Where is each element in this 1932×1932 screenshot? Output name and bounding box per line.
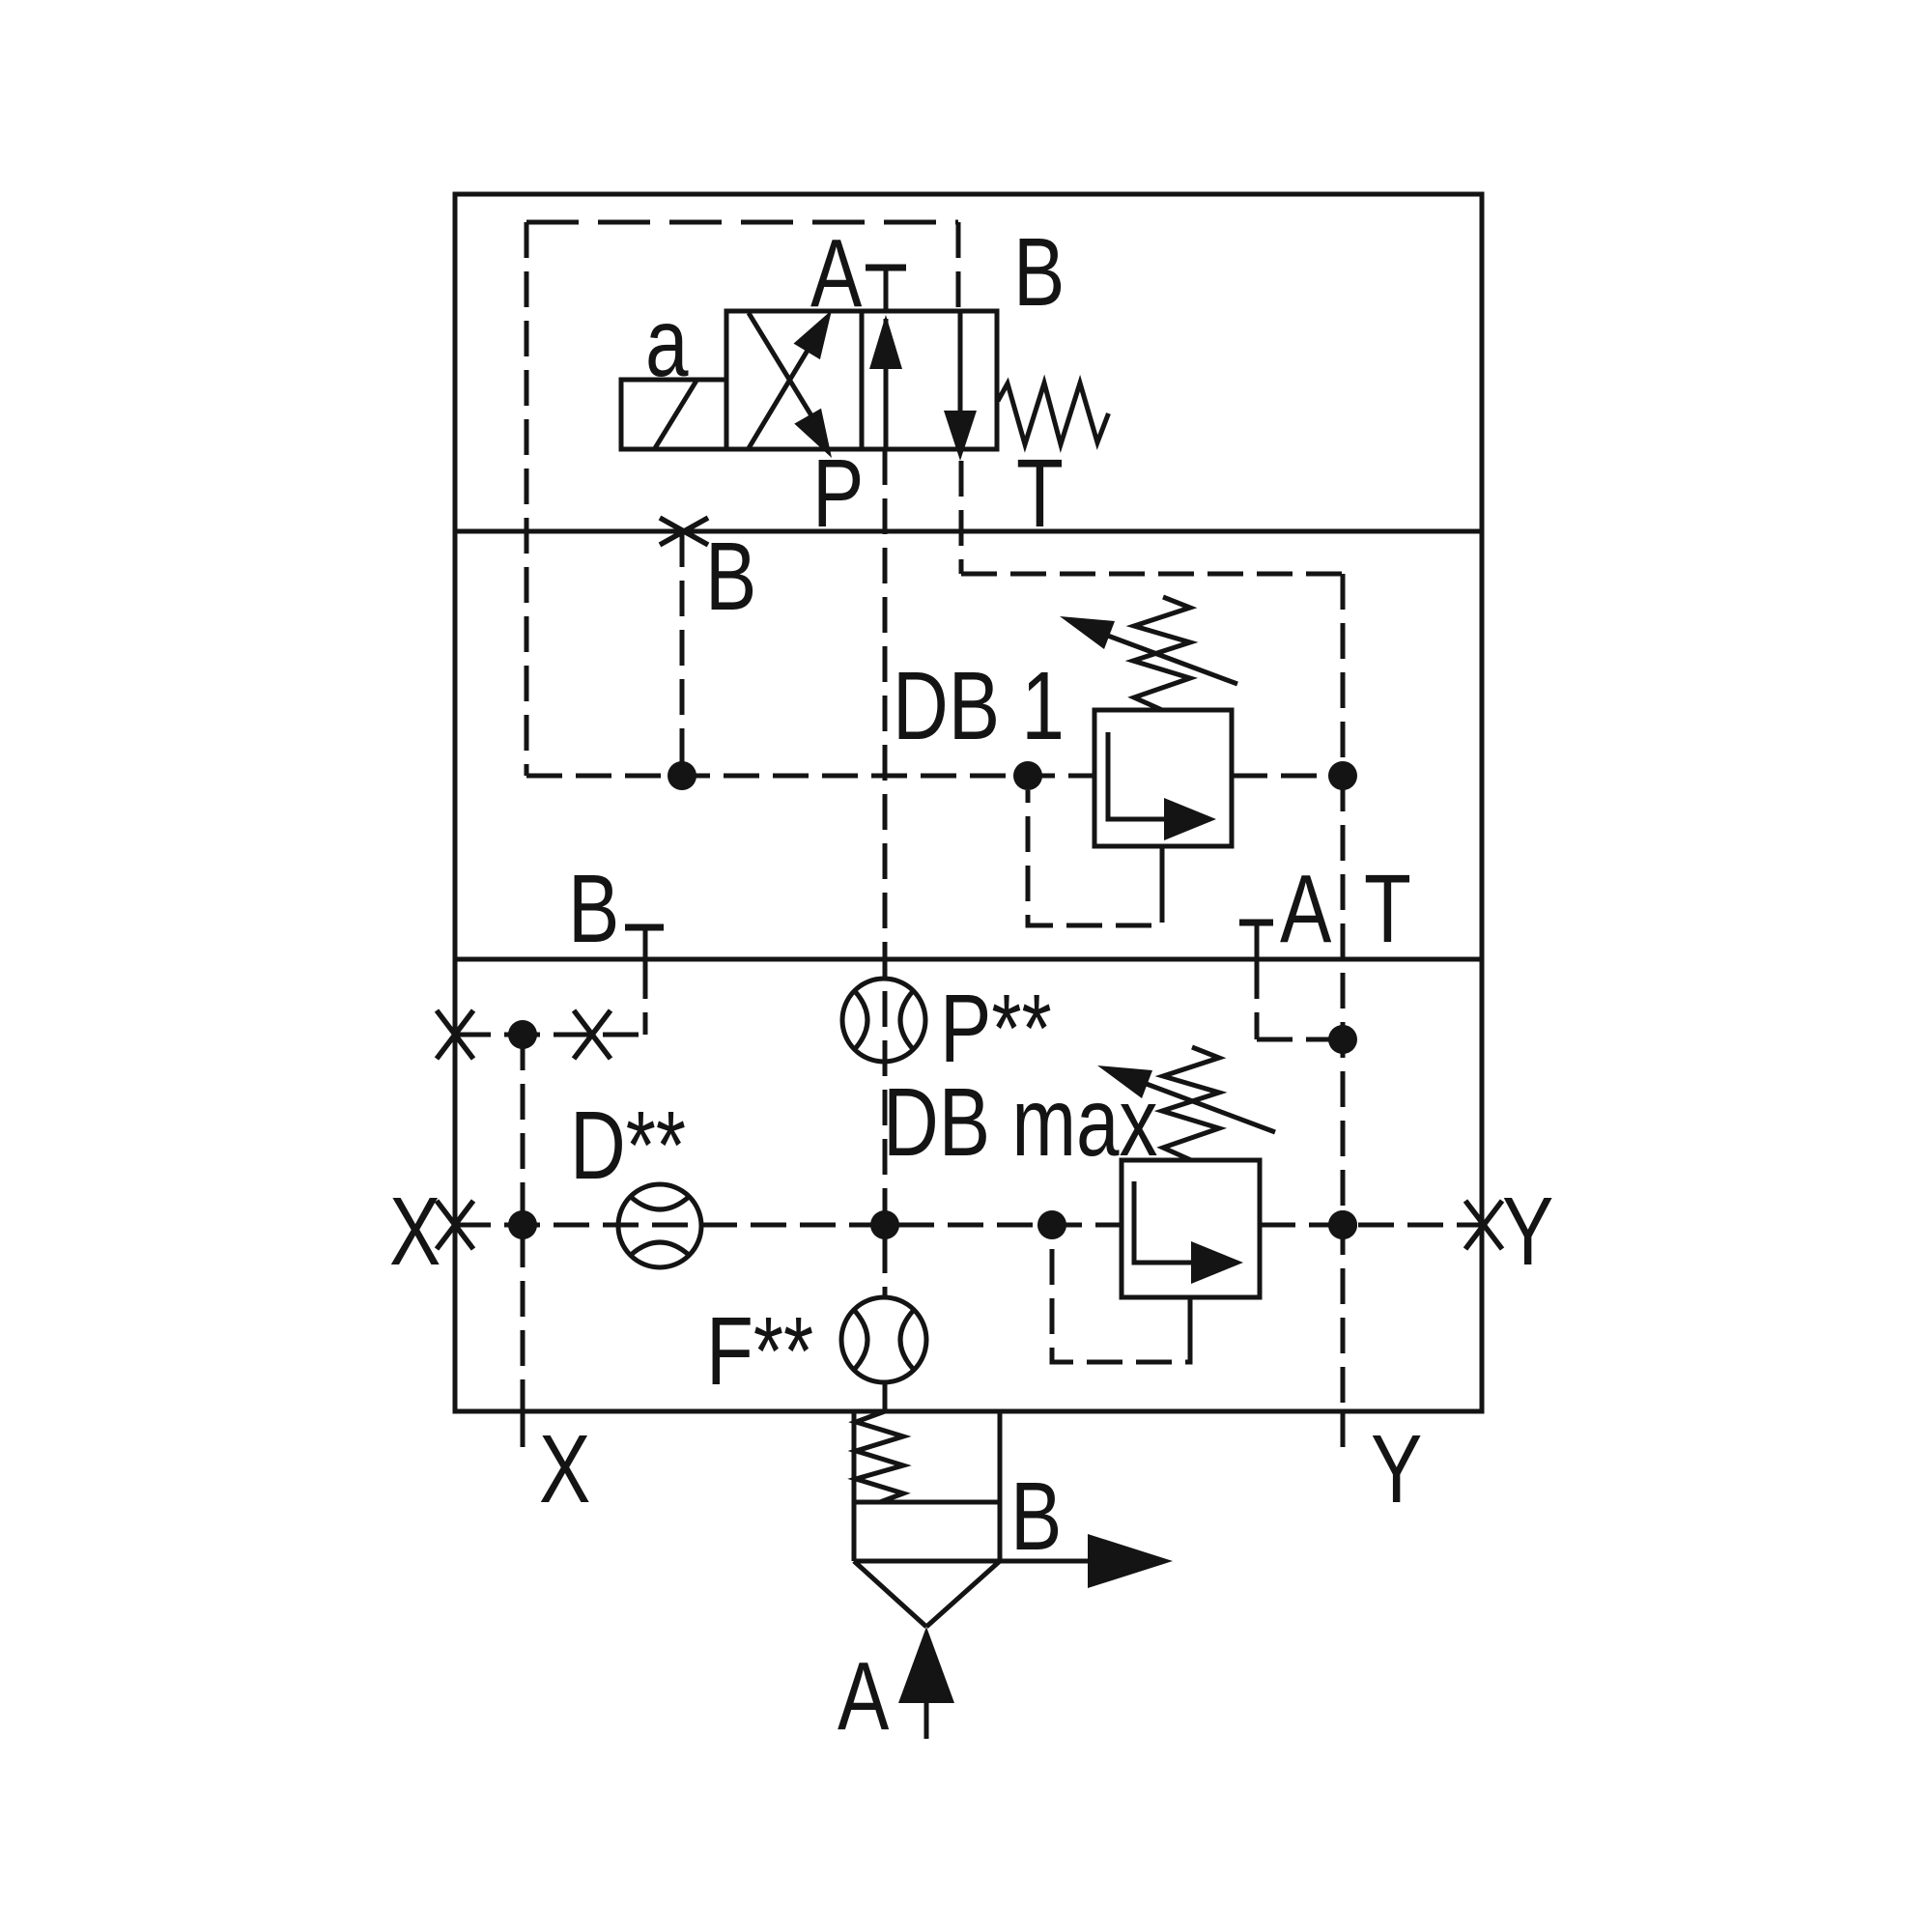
svg-text:DB max: DB max <box>883 1069 1157 1178</box>
svg-text:B: B <box>705 524 756 632</box>
svg-text:A: A <box>810 220 863 328</box>
svg-text:Y: Y <box>1502 1179 1553 1287</box>
svg-text:T: T <box>1364 856 1411 964</box>
svg-text:X: X <box>539 1416 590 1524</box>
svg-text:A: A <box>1280 856 1332 964</box>
svg-text:T: T <box>1016 440 1064 549</box>
svg-text:a: a <box>645 290 689 398</box>
svg-text:F**: F** <box>706 1298 813 1406</box>
svg-text:B: B <box>1010 1463 1062 1572</box>
svg-text:DB 1: DB 1 <box>893 653 1065 761</box>
svg-text:Y: Y <box>1371 1416 1422 1524</box>
svg-text:A: A <box>838 1643 890 1751</box>
svg-text:P**: P** <box>940 976 1052 1084</box>
svg-text:X: X <box>389 1179 440 1287</box>
svg-text:B: B <box>1013 219 1065 327</box>
svg-text:B: B <box>568 856 619 964</box>
svg-text:P: P <box>812 440 864 549</box>
svg-text:D**: D** <box>570 1093 686 1201</box>
